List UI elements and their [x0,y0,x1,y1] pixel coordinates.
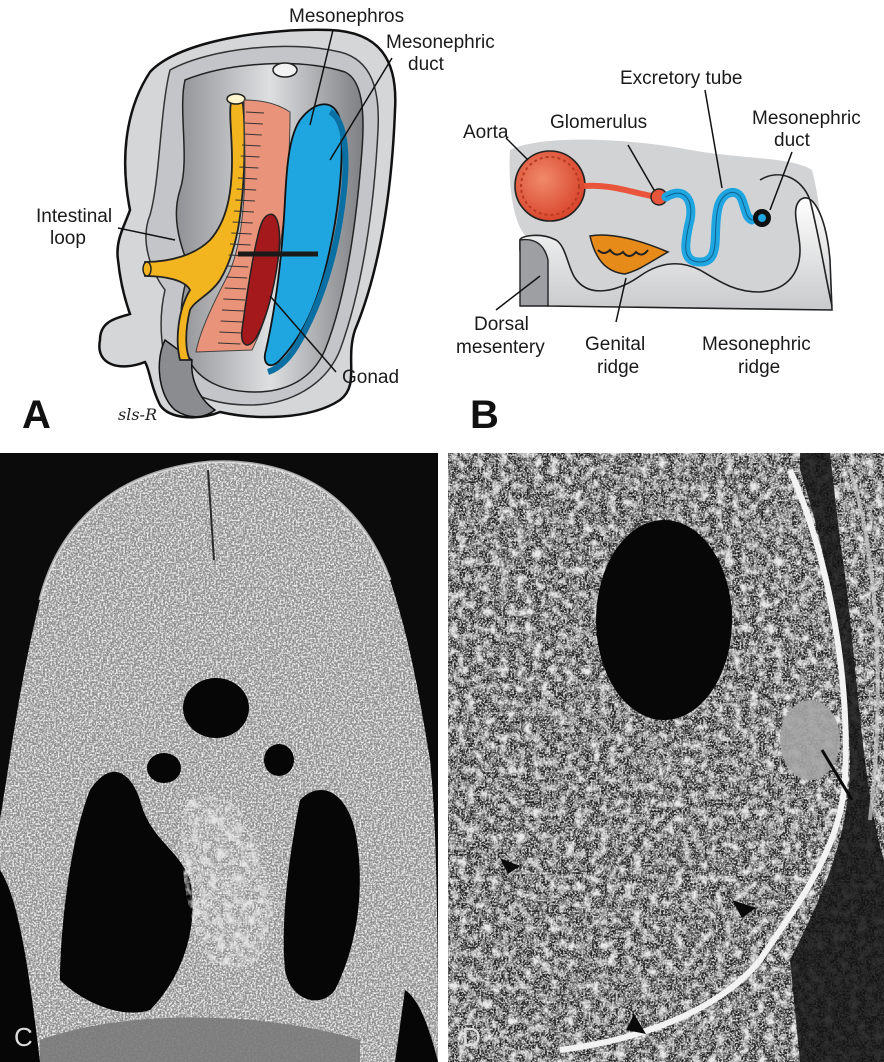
label-intestinal-loop: Intestinal loop [36,206,117,249]
neural-tube-opening [273,63,297,77]
label-mesonephros: Mesonephros [289,6,404,27]
panel-c: C [0,453,438,1062]
label-aorta: Aorta [463,122,509,143]
intestine-cut-end [143,262,151,276]
sem-d-gonad-cluster [780,700,840,780]
dorsal-mesentery [520,240,548,306]
aorta [515,151,585,221]
panel-letter-b: B [470,393,499,437]
artist-signature: sls-R [118,405,157,424]
label-excretory-tube: Excretory tube [620,68,743,89]
label-genital-ridge: Genital ridge [585,334,650,378]
label-mesonephric-duct-b: Mesonephric duct [752,108,866,151]
intestine-lumen [227,94,245,104]
mesonephric-duct-lumen [758,214,766,222]
panel-a: Mesonephros Mesonephric duct Intestinal … [22,6,500,437]
panel-letter-a: A [22,393,51,437]
sem-d-lumen [596,520,732,720]
panel-d: D [448,453,884,1062]
label-gonad: Gonad [342,367,399,388]
label-mesonephric-ridge: Mesonephric ridge [702,334,816,378]
label-glomerulus: Glomerulus [550,112,647,133]
panel-b: Excretory tube Glomerulus Aorta Mesoneph… [456,68,866,437]
panel-letter-c: C [14,1022,33,1052]
panel-separator [438,453,448,1062]
label-dorsal-mesentery: Dorsal mesentery [456,314,545,358]
label-mesonephric-duct-a: Mesonephric duct [386,32,500,75]
panel-letter-d: D [462,1022,481,1052]
